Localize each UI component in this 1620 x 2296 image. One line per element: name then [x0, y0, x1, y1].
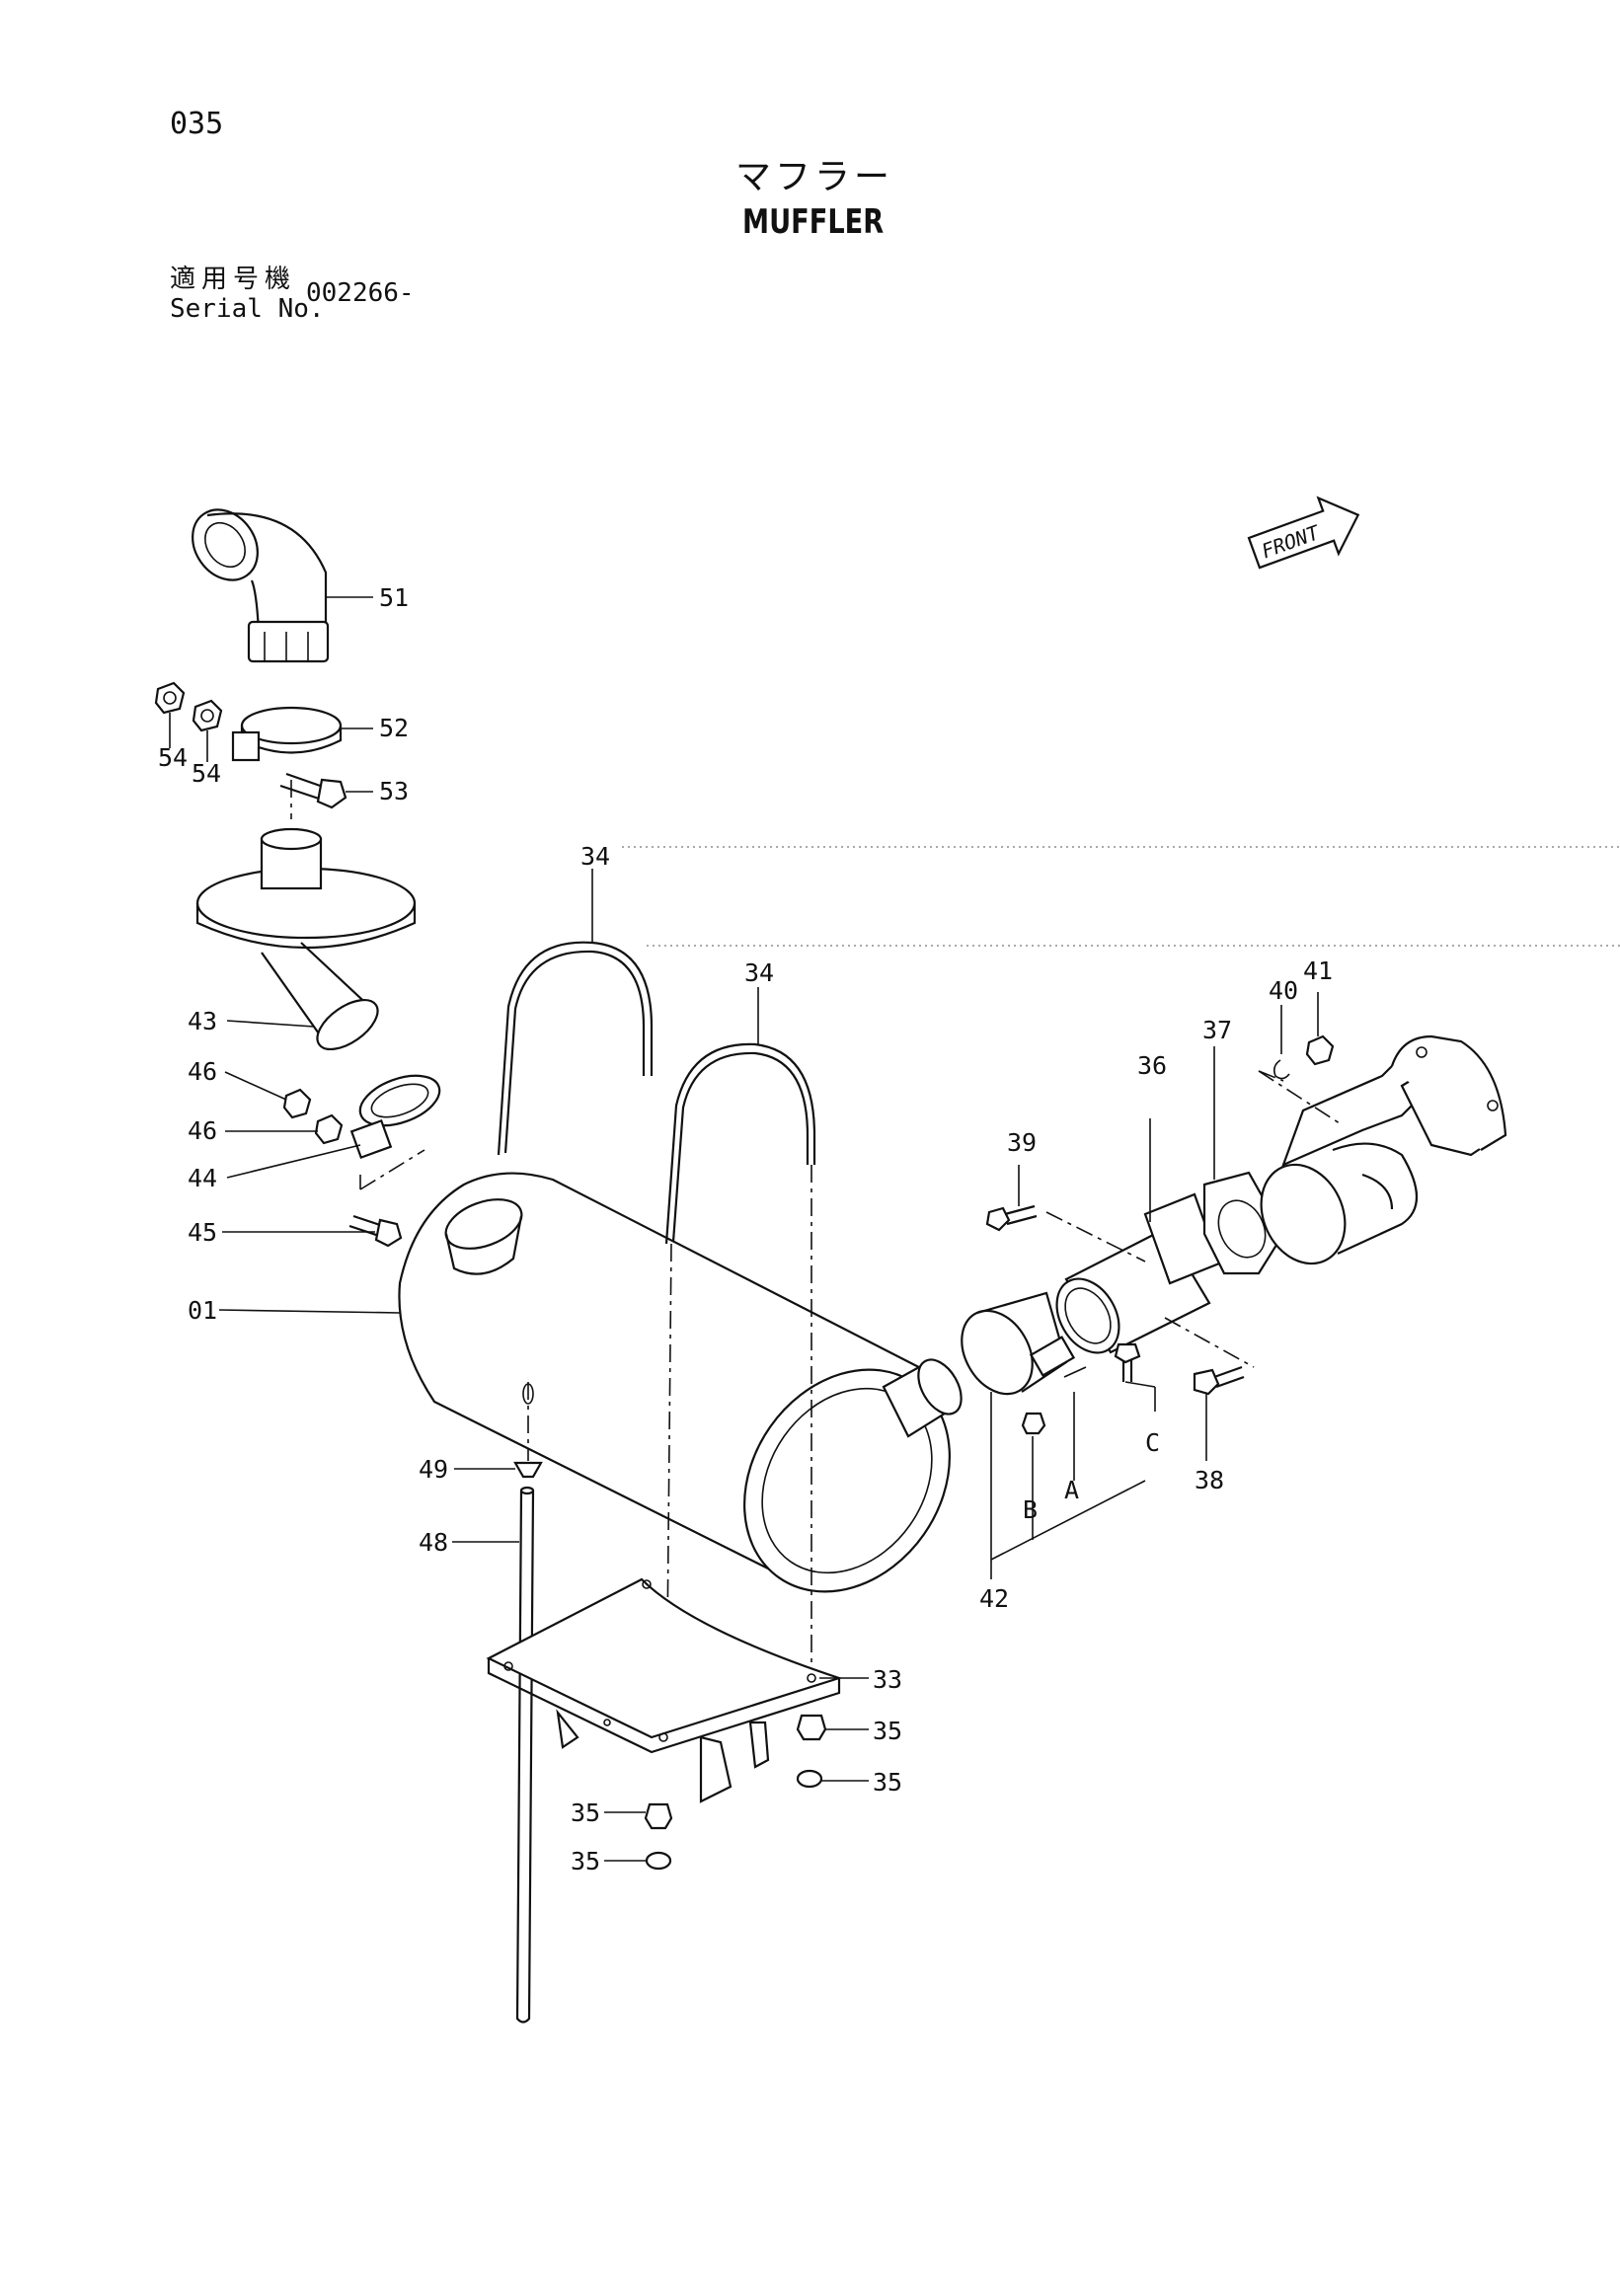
- serial-label-japanese: 適用号機: [170, 265, 297, 294]
- callout-46a: 46: [188, 1057, 217, 1086]
- center-line: [1258, 1070, 1284, 1082]
- callout-52: 52: [379, 714, 409, 742]
- snap-ring-40: [1273, 1059, 1290, 1080]
- nut-41: [1305, 1034, 1335, 1066]
- nut-lower: [192, 699, 223, 762]
- bolt-c: [1114, 1342, 1141, 1382]
- callout-41: 41: [1303, 957, 1333, 985]
- bolt-53: [279, 772, 347, 809]
- callout-35b: 35: [873, 1768, 902, 1797]
- front-arrow-icon: FRONT: [1247, 496, 1360, 570]
- callout-40: 40: [1269, 976, 1298, 1005]
- leader-line: [226, 1144, 361, 1179]
- nut-upper: [154, 681, 186, 748]
- drain-pipe: [515, 1486, 535, 2024]
- bolt-38: [1193, 1365, 1245, 1396]
- clamp-42: [961, 1291, 1087, 1435]
- callout-B: B: [1023, 1495, 1038, 1524]
- u-bolt-34-a: [497, 941, 654, 1156]
- leader-line: [1124, 1381, 1156, 1388]
- callout-37: 37: [1202, 1016, 1232, 1044]
- callout-39: 39: [1007, 1128, 1037, 1157]
- nut-35-a: [796, 1714, 827, 1741]
- serial-value: 002266-: [306, 278, 415, 308]
- muffler-body: [398, 1172, 963, 1593]
- callout-54b: 54: [192, 759, 221, 788]
- callout-53: 53: [379, 777, 409, 805]
- page-title: MUFFLER: [742, 202, 885, 242]
- washer-35-b: [796, 1769, 823, 1789]
- callout-A: A: [1064, 1476, 1079, 1504]
- bolt-45: [348, 1214, 403, 1248]
- page-title-japanese: マフラー: [735, 157, 894, 197]
- serial-label: Serial No.: [170, 294, 325, 324]
- leader-line: [226, 1020, 315, 1028]
- exhaust-pipe-36: [1055, 1192, 1221, 1354]
- bolt-39: [985, 1204, 1038, 1232]
- callout-44: 44: [188, 1164, 217, 1192]
- callout-54a: 54: [158, 743, 188, 772]
- leader-line: [990, 1480, 1146, 1561]
- callout-43: 43: [188, 1007, 217, 1035]
- callout-34a: 34: [580, 842, 610, 871]
- callout-01: 01: [188, 1296, 217, 1325]
- drain-plug-icon: [522, 1383, 534, 1405]
- callout-34b: 34: [744, 958, 774, 987]
- callout-35c: 35: [571, 1799, 600, 1827]
- callout-38: 38: [1195, 1466, 1224, 1494]
- nut-35-c: [644, 1802, 673, 1830]
- center-line: [1258, 1070, 1344, 1126]
- callout-45: 45: [188, 1218, 217, 1247]
- callout-46b: 46: [188, 1116, 217, 1145]
- callout-33: 33: [873, 1665, 902, 1694]
- drain-clip: [513, 1461, 543, 1479]
- nut-46-a: [282, 1088, 312, 1119]
- leader-line: [218, 1309, 401, 1314]
- clamp-upper: [231, 706, 343, 762]
- callout-36: 36: [1137, 1051, 1167, 1080]
- callout-42: 42: [979, 1584, 1009, 1613]
- exhaust-elbow: [1260, 1034, 1507, 1265]
- muffler-bracket: [486, 1577, 843, 1803]
- callout-35d: 35: [571, 1847, 600, 1875]
- callout-35a: 35: [873, 1717, 902, 1745]
- page-number: 035: [170, 107, 224, 141]
- callout-49: 49: [419, 1455, 448, 1484]
- washer-35-d: [645, 1851, 672, 1871]
- callout-48: 48: [419, 1528, 448, 1557]
- gasket-37: [1202, 1171, 1285, 1275]
- clamp-44: [349, 1074, 441, 1160]
- u-bolt-34-b: [664, 1042, 816, 1245]
- tail-pipe-elbow: [192, 508, 330, 663]
- leader-line: [224, 1071, 287, 1101]
- callout-51: 51: [379, 583, 409, 612]
- center-line: [1045, 1211, 1146, 1263]
- callout-C: C: [1145, 1428, 1160, 1457]
- center-line: [1164, 1317, 1255, 1368]
- center-line: [359, 1149, 425, 1190]
- diffuser-pipe: [195, 827, 417, 1051]
- nut-46-b: [314, 1113, 344, 1145]
